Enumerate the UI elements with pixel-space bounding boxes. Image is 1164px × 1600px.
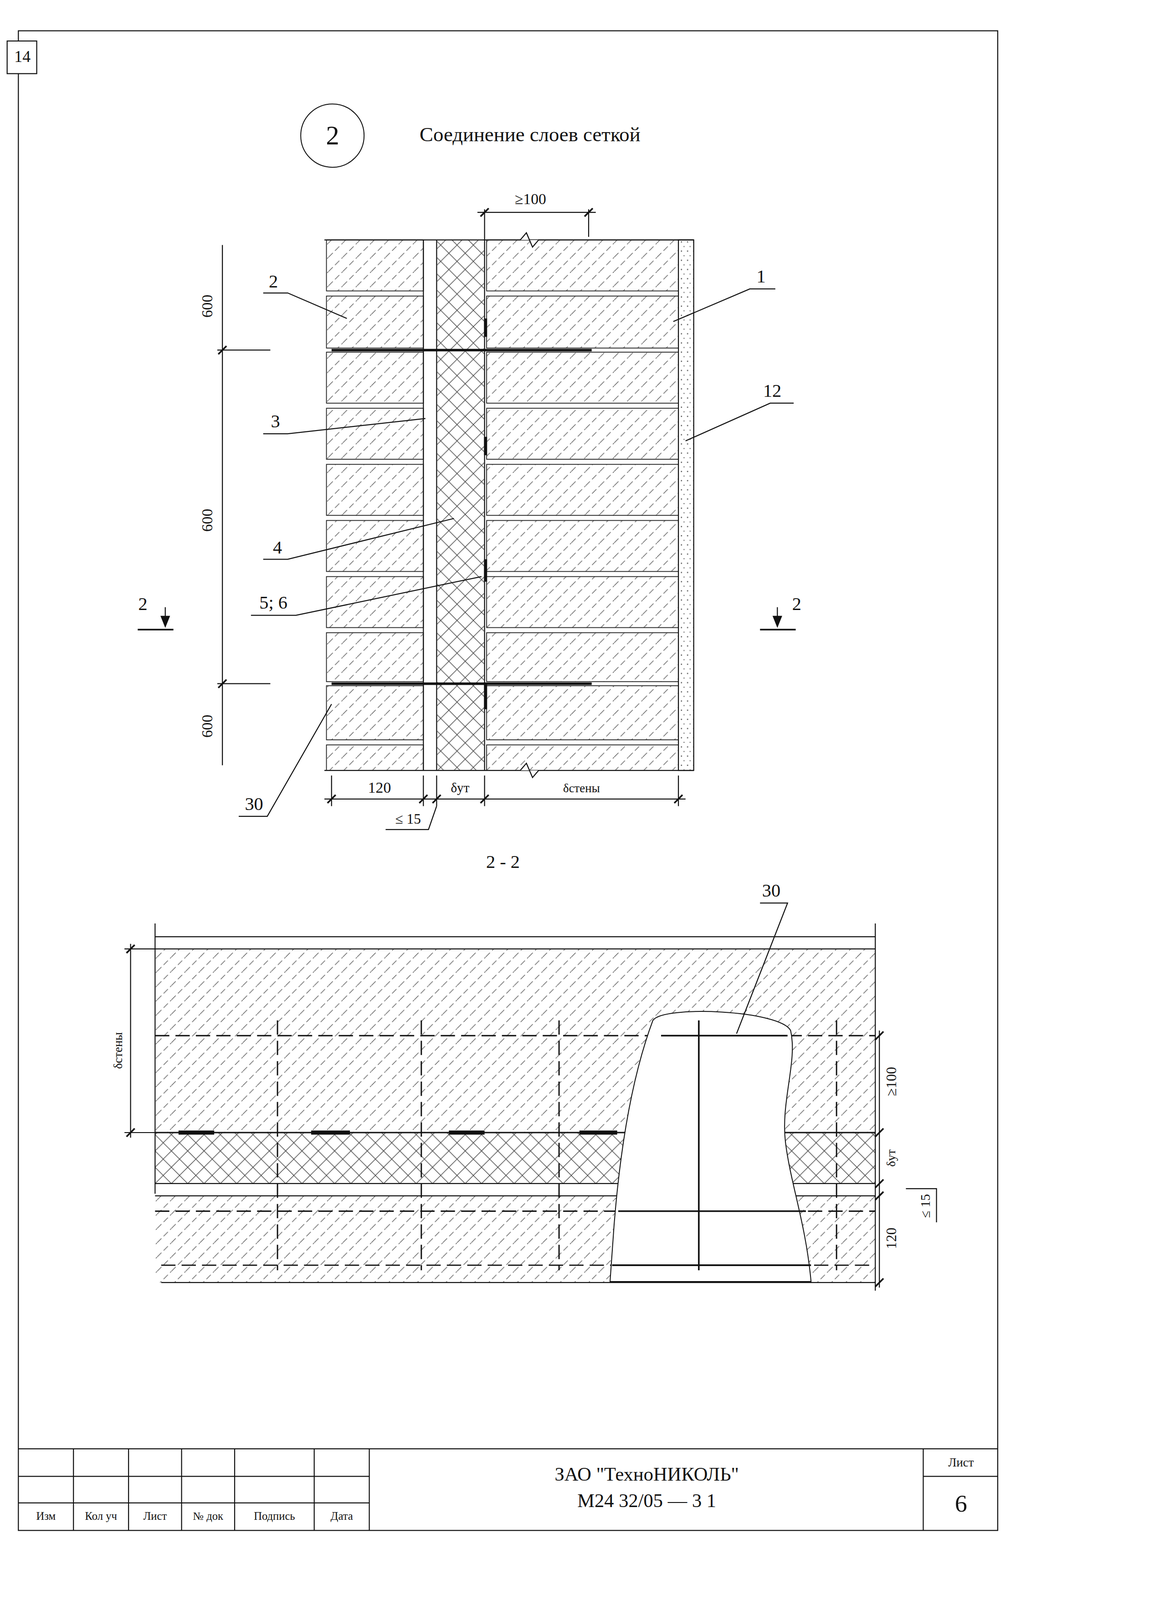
dimension: ≥100 <box>513 190 548 208</box>
callout-number: 30 <box>243 793 265 814</box>
callout-number: 2 <box>267 271 280 292</box>
company-name: ЗАО "ТехноНИКОЛЬ" <box>553 1463 741 1485</box>
detail-number: 2 <box>325 122 339 149</box>
callout-number: 12 <box>761 380 783 401</box>
dimension: δстены <box>111 1030 126 1071</box>
title-block-header: Изм <box>34 1509 57 1523</box>
sheet-number: 6 <box>953 1490 969 1518</box>
dimension: 120 <box>883 1226 900 1251</box>
dimension: ≤ 15 <box>394 811 423 827</box>
dimension: ≥100 <box>883 1065 900 1098</box>
dimension: δут <box>884 1148 899 1169</box>
dimension: ≤ 15 <box>917 1192 933 1220</box>
dimension: 600 <box>198 293 216 319</box>
dimension: 600 <box>198 507 216 534</box>
callout-number: 5; 6 <box>257 592 289 613</box>
dimension: 120 <box>366 779 393 796</box>
section-mark: 2 <box>790 593 803 614</box>
callout-number: 1 <box>754 266 767 287</box>
title-block-header: Лист <box>142 1509 169 1523</box>
callout-number: 3 <box>269 411 282 432</box>
dimension: 600 <box>198 713 216 739</box>
title-block-header: Дата <box>329 1509 355 1523</box>
detail-circle: 2 <box>299 102 365 169</box>
dimension: δут <box>449 780 471 795</box>
title-block-header: Подпись <box>252 1509 297 1523</box>
callout-number: 30 <box>760 880 782 901</box>
callout-number: 4 <box>271 537 284 558</box>
document-code: М24 32/05 — 3 1 <box>575 1490 718 1512</box>
sheet-number: 14 <box>12 48 32 67</box>
dimension: δстены <box>561 781 602 796</box>
title-block-header: Кол уч <box>83 1509 119 1523</box>
title-block-header: № док <box>191 1509 225 1523</box>
section-title: 2 - 2 <box>484 851 522 872</box>
drawing-title: Соединение слоев сеткой <box>418 123 642 146</box>
sheet-label: Лист <box>946 1456 975 1470</box>
section-mark: 2 <box>136 593 149 614</box>
